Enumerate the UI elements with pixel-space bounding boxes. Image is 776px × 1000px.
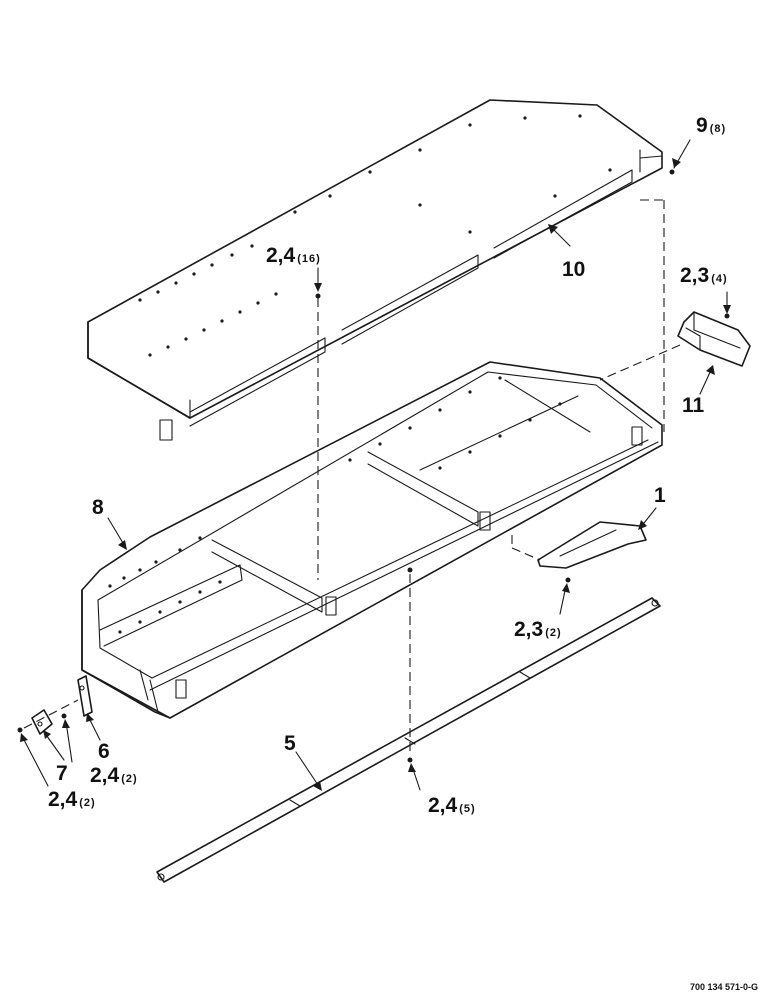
cover-hole-row <box>138 114 612 357</box>
leader-lines <box>20 139 731 791</box>
callout-2-4-2-lower: 2,4(2) <box>48 788 96 811</box>
callout-2-3-4: 2,3(4) <box>680 264 728 287</box>
bracket-part-6 <box>77 675 93 717</box>
callout-11: 11 <box>682 394 705 417</box>
callout-5: 5 <box>284 732 296 755</box>
bracket-part-7 <box>31 709 53 735</box>
top-cover-panel <box>87 99 663 441</box>
drawing-reference-number: 700 134 571-0-G <box>690 982 758 992</box>
callout-7: 7 <box>56 762 68 785</box>
alignment-lines <box>23 199 681 755</box>
callout-6: 6 <box>98 740 110 763</box>
bracket-part-1 <box>537 521 647 569</box>
fasteners <box>17 169 730 763</box>
callout-8: 8 <box>92 496 104 519</box>
callout-1: 1 <box>654 484 666 507</box>
strap-part-5 <box>156 597 661 883</box>
callout-2-4-5: 2,4(5) <box>428 794 476 817</box>
main-frame <box>81 361 663 719</box>
callout-2-4-2-upper: 2,4(2) <box>90 764 138 787</box>
callout-2-4-16: 2,4(16) <box>266 244 321 267</box>
callout-2-3-2: 2,3(2) <box>514 618 562 641</box>
frame-hole-row <box>108 376 562 634</box>
callout-9: 9(8) <box>696 114 726 137</box>
end-block-part-11 <box>677 311 751 367</box>
callout-10: 10 <box>562 258 585 281</box>
